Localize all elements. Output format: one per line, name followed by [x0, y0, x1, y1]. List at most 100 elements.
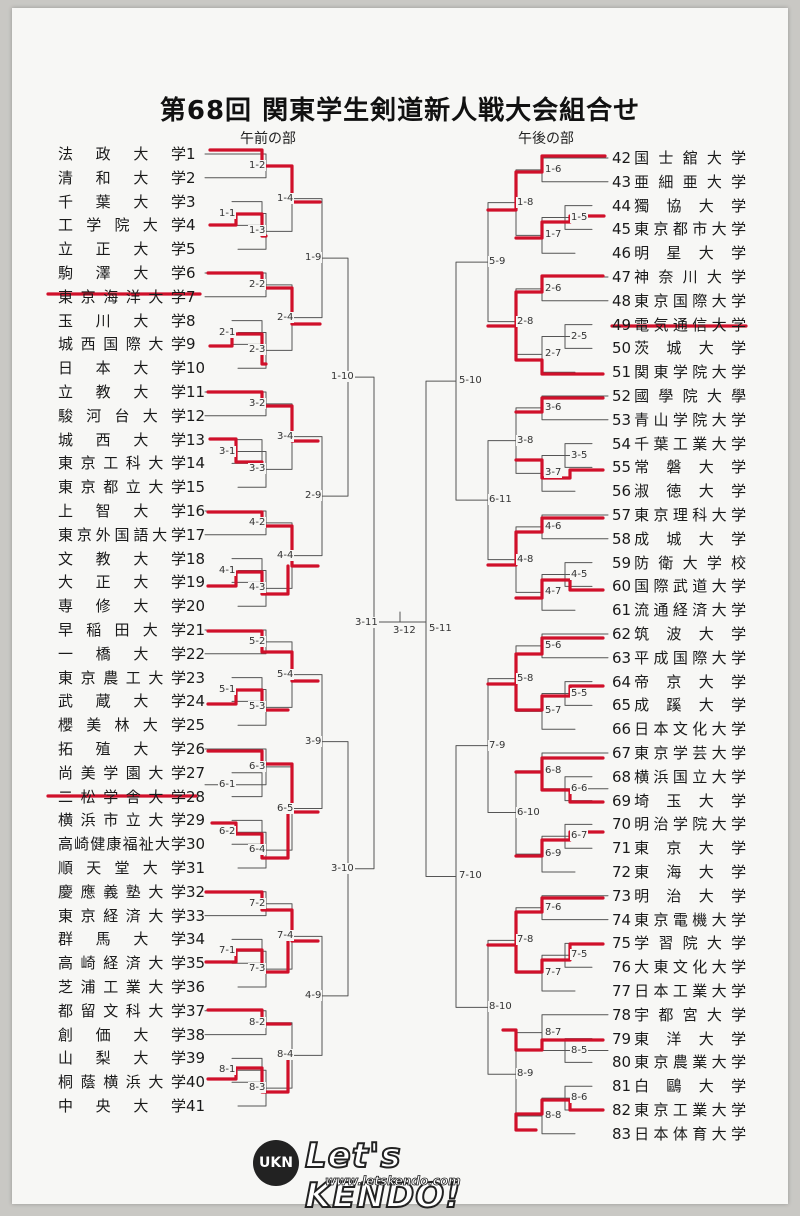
- team-name: 国士舘大学: [634, 149, 747, 167]
- match-label-5-2: 5-2: [248, 635, 267, 647]
- winner-marker-14: [204, 939, 290, 974]
- match-label-1-3: 1-3: [248, 225, 267, 237]
- team-name: 流通経済大学: [634, 601, 747, 620]
- team-name: 城西大学: [58, 430, 186, 449]
- team-number: 34: [186, 930, 206, 949]
- match-label-4-1: 4-1: [218, 564, 237, 576]
- team-number: 23: [186, 668, 206, 687]
- match-label-3-10: 3-10: [330, 862, 355, 874]
- team-name: 駿河台大学: [58, 406, 186, 425]
- match-label-7-1: 7-1: [218, 945, 237, 957]
- match-label-1-8: 1-8: [516, 196, 535, 208]
- team-number: 58: [612, 529, 632, 548]
- team-number: 35: [186, 954, 206, 973]
- team-number: 46: [612, 244, 632, 263]
- winner-marker-4: [208, 332, 268, 366]
- winner-marker-30: [486, 896, 605, 947]
- team-left-36: 芝浦工業大学36: [58, 978, 208, 996]
- team-number: 65: [612, 696, 632, 715]
- team-name: 成蹊大学: [634, 696, 747, 715]
- match-label-2-1: 2-1: [218, 326, 237, 338]
- team-number: 76: [612, 958, 632, 977]
- team-name: 東京都立大学: [58, 478, 186, 497]
- match-label-3-8: 3-8: [516, 434, 535, 446]
- team-left-7: 東京海洋大学7: [58, 288, 208, 306]
- match-label-3-3: 3-3: [248, 463, 267, 475]
- match-label-1-6: 1-6: [544, 163, 563, 175]
- match-label-8-2: 8-2: [248, 1016, 267, 1028]
- team-left-21: 早稲田大学21: [58, 621, 208, 639]
- team-number: 47: [612, 268, 632, 286]
- team-name: 東京電機大学: [634, 910, 747, 929]
- team-number: 8: [186, 311, 196, 330]
- team-number: 77: [612, 982, 632, 1000]
- team-name: 獨協大学: [634, 196, 747, 215]
- team-number: 82: [612, 1101, 632, 1119]
- match-label-4-2: 4-2: [248, 516, 267, 528]
- team-left-12: 駿河台大学12: [58, 407, 208, 425]
- winner-marker-17: [486, 154, 607, 212]
- team-number: 54: [612, 434, 632, 453]
- team-number: 37: [186, 1001, 206, 1020]
- team-left-29: 横浜市立大学29: [58, 811, 208, 829]
- match-label-2-4: 2-4: [276, 311, 295, 323]
- team-name: 茨城大学: [634, 339, 747, 358]
- team-number: 12: [186, 406, 206, 425]
- team-name: 明治大学: [634, 886, 747, 905]
- team-name: 東京大学: [634, 839, 747, 858]
- team-name: 日本大学: [58, 359, 186, 378]
- team-name: 筑波大学: [634, 625, 747, 643]
- winner-marker-25: [486, 636, 605, 686]
- match-label-3-4: 3-4: [276, 430, 295, 442]
- team-name: 創価大学: [58, 1025, 186, 1044]
- team-name: 東京学芸大学: [634, 744, 747, 762]
- team-number: 31: [186, 859, 206, 877]
- team-number: 72: [612, 863, 632, 881]
- team-name: 芝浦工業大学: [58, 978, 186, 996]
- team-number: 83: [612, 1124, 632, 1143]
- match-label-7-5: 7-5: [570, 949, 589, 961]
- team-left-3: 千葉大学3: [58, 193, 208, 211]
- team-name: 横浜市立大学: [58, 811, 186, 830]
- team-name: 日本体育大学: [634, 1124, 747, 1143]
- match-label-6-4: 6-4: [248, 844, 267, 856]
- team-number: 71: [612, 839, 632, 858]
- team-name: 学習院大学: [634, 934, 747, 953]
- team-name: 高崎健康福祉大学: [58, 835, 186, 854]
- team-name: 二松学舎大学: [58, 787, 186, 806]
- team-number: 15: [186, 478, 206, 497]
- team-left-24: 武蔵大学24: [58, 692, 208, 710]
- match-label-8-10: 8-10: [488, 1001, 513, 1013]
- team-name: 順天堂大学: [58, 859, 186, 877]
- team-name: 駒澤大学: [58, 264, 186, 282]
- team-name: 明星大学: [634, 244, 747, 263]
- match-label-3-9: 3-9: [304, 735, 323, 747]
- match-label-6-2: 6-2: [218, 826, 237, 838]
- winner-marker-26: [514, 682, 605, 712]
- team-left-32: 慶應義塾大学32: [58, 883, 208, 901]
- match-label-8-3: 8-3: [248, 1082, 267, 1094]
- winner-marker-20: [514, 324, 605, 376]
- match-label-7-2: 7-2: [248, 897, 267, 909]
- team-number: 38: [186, 1025, 206, 1044]
- section-morning-label: 午前の部: [240, 131, 296, 147]
- match-label-1-1: 1-1: [218, 207, 237, 219]
- team-left-10: 日本大学10: [58, 359, 208, 377]
- winner-marker-19: [486, 274, 605, 328]
- winner-marker-8: [206, 564, 290, 596]
- winner-marker-12: [210, 810, 290, 860]
- match-label-7-3: 7-3: [248, 963, 267, 975]
- team-number: 80: [612, 1053, 632, 1072]
- letskendo-logo: UKN Let's KENDO! www.letskendo.com: [245, 1128, 545, 1216]
- team-left-17: 東京外国語大学17: [58, 526, 208, 544]
- match-label-5-10: 5-10: [458, 375, 483, 387]
